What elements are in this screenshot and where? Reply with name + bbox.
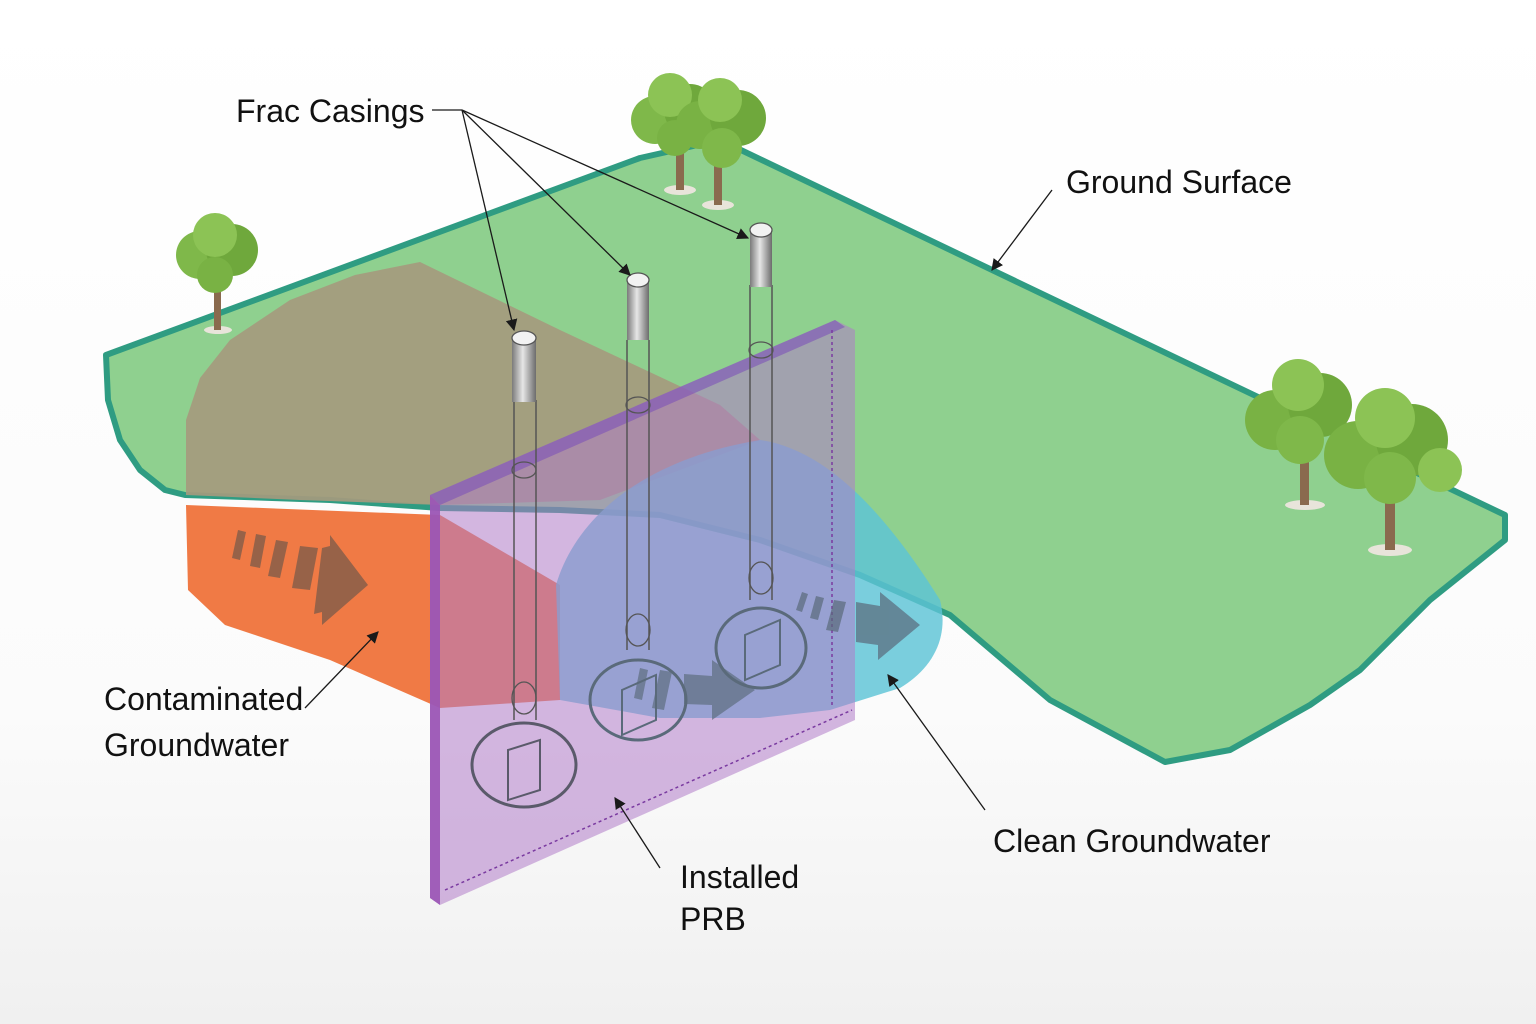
leader-frac-casing-3 bbox=[461, 109, 750, 240]
leader-contaminated bbox=[304, 631, 379, 709]
frac-casing-2 bbox=[588, 272, 688, 742]
tree-icon bbox=[1324, 388, 1462, 556]
leader-installed-prb bbox=[614, 797, 661, 869]
tree-icon bbox=[176, 213, 258, 334]
frac-casing-3 bbox=[714, 222, 808, 690]
label-installed-line2: PRB bbox=[680, 901, 746, 937]
frac-casing-1 bbox=[470, 330, 578, 809]
leader-frac-casing-2 bbox=[461, 109, 631, 276]
label-installed-line1: Installed bbox=[680, 859, 799, 895]
label-frac-casings: Frac Casings bbox=[236, 93, 425, 129]
label-clean-groundwater: Clean Groundwater bbox=[993, 823, 1271, 859]
tree-icon bbox=[676, 78, 766, 210]
label-contaminated-line1: Contaminated bbox=[104, 681, 303, 717]
label-contaminated-line2: Groundwater bbox=[104, 727, 289, 763]
contaminated-flow-arrow bbox=[232, 530, 368, 625]
tree-icon bbox=[1245, 359, 1352, 510]
leader-lines bbox=[304, 109, 1053, 869]
label-ground-surface: Ground Surface bbox=[1066, 164, 1292, 200]
leader-frac-casing-1 bbox=[461, 109, 518, 332]
leader-clean-groundwater bbox=[887, 674, 986, 811]
clean-flow-arrow bbox=[796, 592, 920, 660]
leader-ground-surface bbox=[991, 189, 1053, 271]
